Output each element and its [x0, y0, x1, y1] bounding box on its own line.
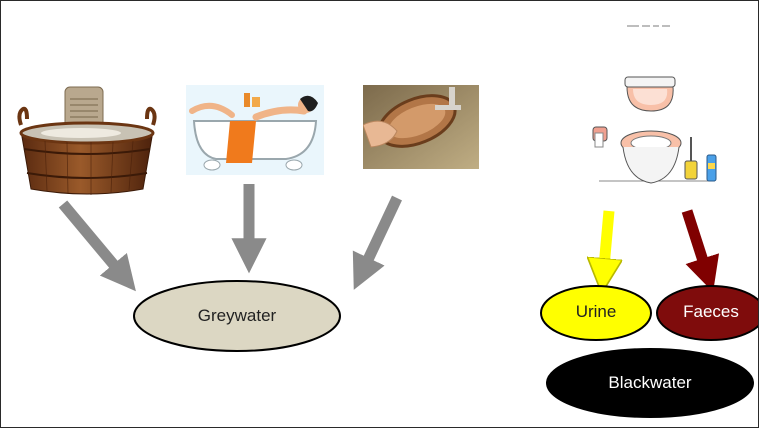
arrow-dishwashing-to-greywater	[365, 198, 397, 266]
blackwater-label: Blackwater	[547, 367, 753, 399]
arrow-washtub-to-greywater	[63, 204, 119, 271]
arrow-toilet-to-faeces	[687, 211, 705, 267]
urine-label: Urine	[541, 297, 651, 327]
arrow-toilet-to-urine	[604, 211, 609, 267]
faeces-label: Faeces	[657, 297, 759, 327]
greywater-label: Greywater	[134, 297, 340, 335]
